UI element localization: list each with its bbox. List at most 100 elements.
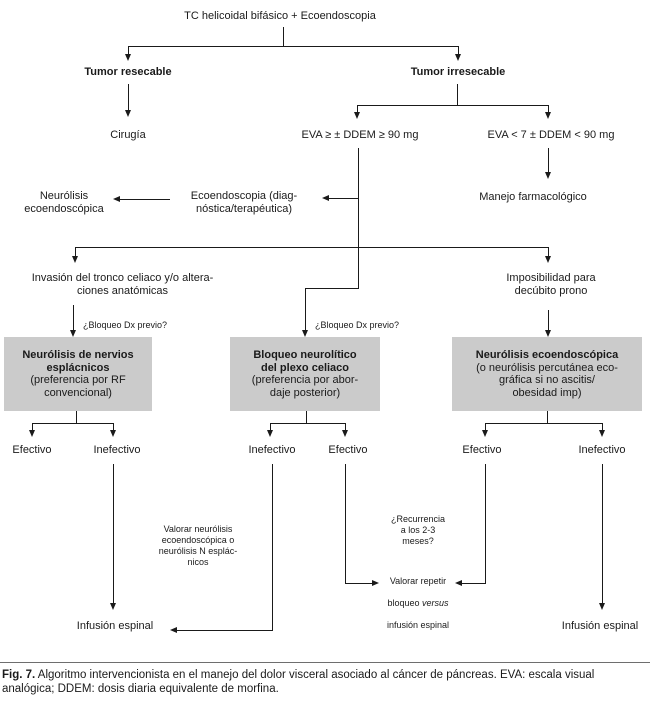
outcome-b3-efectivo-label: Efectivo — [462, 444, 502, 456]
neurolisis-eco-arrow-line — [120, 199, 170, 200]
b2-efectivo-line — [345, 464, 346, 583]
box2-left-arrowhead-icon — [266, 430, 273, 437]
irresecable-drop-line — [458, 46, 459, 54]
infusion-espinal-right-label: Infusión espinal — [561, 620, 639, 632]
figure-caption: Fig. 7. Algoritmo intervencionista en el… — [2, 668, 647, 696]
b3-efectivo-arrowhead-icon — [455, 579, 462, 586]
wide-branch-line — [75, 247, 548, 248]
box3-branch-line — [485, 423, 602, 424]
b3-inefectivo-arrowhead-icon — [598, 603, 605, 610]
box2-right-arrowhead-icon — [341, 430, 348, 437]
manejo-line — [548, 148, 549, 172]
box-neurolisis-esplacnicos: Neurólisis de nervios esplácnicos (prefe… — [4, 337, 152, 411]
valorar-repetir-note: Valorar repetir bloqueo versus infusión … — [375, 565, 461, 631]
caption-divider — [0, 662, 650, 663]
valorar-neurolisis-note: Valorar neurólisis ecoendoscópica o neur… — [158, 524, 238, 567]
b2-inefectivo-arrowhead-icon — [170, 626, 177, 633]
outcome-b1-inefectivo-label: Inefectivo — [93, 444, 141, 456]
box3-entry-line — [548, 310, 549, 330]
valorar-repetir-line3: infusión espinal — [386, 620, 450, 630]
box3-title: Neurólisis ecoendoscópica — [475, 349, 619, 361]
invasion-drop-line — [75, 247, 76, 256]
box1-subtitle: (preferencia por RF convencional) — [30, 374, 126, 399]
box2-entry-arrowhead-icon — [301, 330, 308, 337]
neurolisis-eco-arrowhead-icon — [113, 195, 120, 202]
b1-inefectivo-line — [113, 464, 114, 603]
outcome-b1-efectivo-label: Efectivo — [12, 444, 52, 456]
valorar-repetir-line2: bloqueo — [387, 598, 423, 608]
box3-left-arrowhead-icon — [481, 430, 488, 437]
box1-title: Neurólisis de nervios esplácnicos — [22, 349, 134, 374]
eva-high-label: EVA ≥ ± DDEM ≥ 90 mg — [301, 129, 419, 141]
b2-inefectivo-elbow-line — [177, 630, 273, 631]
cirugia-arrowhead-icon — [124, 110, 131, 117]
root-node-label: TC helicoidal bifásico + Ecoendoscopia — [184, 10, 376, 22]
box3-entry-arrowhead-icon — [544, 330, 551, 337]
box1-stem-line — [76, 411, 77, 423]
manejo-farmacologico-label: Manejo farmacológico — [479, 191, 587, 203]
box1-entry-arrowhead-icon — [69, 330, 76, 337]
eva-low-drop-line — [548, 105, 549, 112]
eva-high-main-line — [358, 148, 359, 288]
imposibilidad-drop-line — [548, 247, 549, 256]
outcome-b2-inefectivo-label: Inefectivo — [248, 444, 296, 456]
box2-right-drop-line — [345, 423, 346, 430]
box3-right-arrowhead-icon — [598, 430, 605, 437]
box3-subtitle: (o neurólisis percutánea eco- gráfica si… — [476, 361, 618, 399]
neurolisis-eco-left-label: Neurólisis ecoendoscópica — [24, 190, 104, 215]
bloqueo-dx-mid-label: ¿Bloqueo Dx previo? — [315, 320, 400, 330]
outcome-b3-inefectivo-label: Inefectivo — [578, 444, 626, 456]
box2-stem-line — [306, 411, 307, 423]
eva-low-label: EVA < 7 ± DDEM < 90 mg — [487, 129, 615, 141]
cirugia-line — [128, 84, 129, 110]
imposibilidad-label: Imposibilidad para decúbito prono — [506, 272, 596, 297]
b1-inefectivo-arrowhead-icon — [109, 603, 116, 610]
box1-entry-line — [73, 305, 74, 330]
eva-high-drop-line — [357, 105, 358, 112]
box3-right-drop-line — [602, 423, 603, 430]
eva-branch-line — [357, 105, 548, 106]
tumor-irresecable-label: Tumor irresecable — [410, 66, 506, 78]
resecable-drop-line — [128, 46, 129, 54]
manejo-arrowhead-icon — [544, 172, 551, 179]
b3-efectivo-elbow-line — [462, 583, 486, 584]
box-neurolisis-eco: Neurólisis ecoendoscópica (o neurólisis … — [452, 337, 642, 411]
recurrencia-note: ¿Recurrencia a los 2-3 meses? — [390, 514, 446, 546]
b2-inefectivo-line — [272, 464, 273, 630]
box3-left-drop-line — [485, 423, 486, 430]
cirugia-label: Cirugía — [110, 129, 146, 141]
b3-inefectivo-line — [602, 464, 603, 603]
box3-stem-line — [547, 411, 548, 423]
box1-left-arrowhead-icon — [28, 430, 35, 437]
ecoendoscopia-arrow-line — [329, 198, 358, 199]
box2-subtitle: (preferencia por abor- daje posterior) — [251, 374, 359, 399]
eva-high-arrowhead-icon — [353, 112, 360, 119]
box2-entry-line — [305, 288, 306, 330]
imposibilidad-arrowhead-icon — [544, 256, 551, 263]
resecable-arrowhead-icon — [124, 54, 131, 61]
invasion-arrowhead-icon — [71, 256, 78, 263]
b2-efectivo-arrowhead-icon — [372, 579, 379, 586]
figure-caption-label: Fig. 7. — [2, 669, 36, 681]
box-bloqueo-plexo: Bloqueo neurolítico del plexo celiaco (p… — [230, 337, 380, 411]
box2-branch-line — [270, 423, 345, 424]
irresecable-arrowhead-icon — [454, 54, 461, 61]
tumor-resecable-label: Tumor resecable — [84, 66, 172, 78]
box1-right-arrowhead-icon — [109, 430, 116, 437]
irresecable-stem-line — [457, 84, 458, 105]
outcome-b2-efectivo-label: Efectivo — [328, 444, 368, 456]
valorar-repetir-versus: versus — [422, 598, 449, 608]
root-stem-line — [283, 27, 284, 46]
ecoendoscopia-arrowhead-icon — [322, 194, 329, 201]
box2-left-drop-line — [270, 423, 271, 430]
box1-branch-line — [32, 423, 113, 424]
jog-line — [305, 288, 359, 289]
eva-low-arrowhead-icon — [544, 112, 551, 119]
top-branch-line — [128, 46, 459, 47]
b2-efectivo-elbow-line — [345, 583, 372, 584]
valorar-repetir-line1: Valorar repetir — [389, 576, 447, 586]
invasion-label: Invasión del tronco celiaco y/o altera- … — [31, 272, 214, 297]
box2-title: Bloqueo neurolítico del plexo celiaco — [253, 349, 357, 374]
b3-efectivo-line — [485, 464, 486, 583]
